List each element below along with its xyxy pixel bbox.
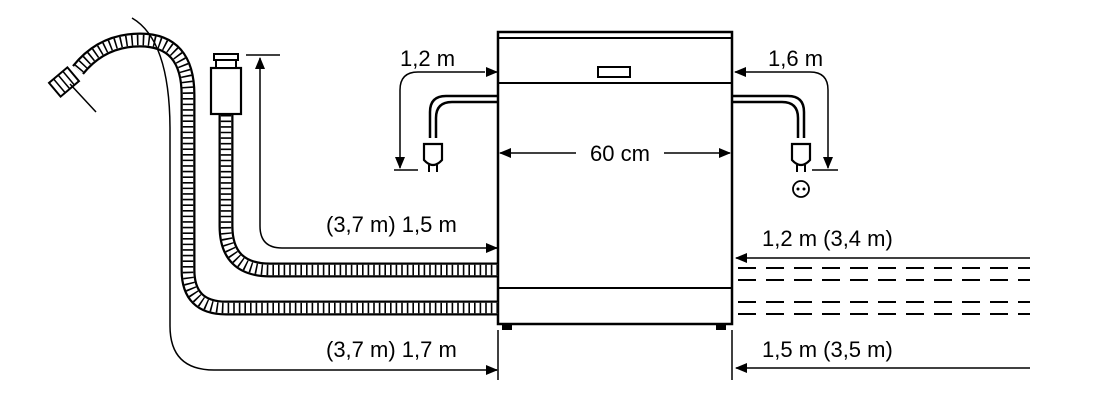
foot-right xyxy=(716,324,726,330)
inlet-upper-label: 1,2 m (3,4 m) xyxy=(762,226,893,251)
socket-hole-a xyxy=(796,187,800,191)
power-left-arrow xyxy=(395,71,485,169)
drain-dimension-upper: (3,7 m) 1,5 m xyxy=(246,54,498,253)
drain-upper-label: (3,7 m) 1,5 m xyxy=(326,212,457,237)
plug-right-icon xyxy=(790,142,812,167)
power-cable-left: 1,2 m xyxy=(394,46,498,172)
socket-hole-b xyxy=(802,187,806,191)
power-left-label: 1,2 m xyxy=(400,46,455,71)
power-right-label: 1,6 m xyxy=(768,46,823,71)
cable-left-inner xyxy=(434,100,498,138)
inlet-dimension-lower: 1,5 m (3,5 m) xyxy=(735,337,1030,373)
power-cable-right: 1,6 m xyxy=(732,46,838,198)
socket-icon xyxy=(792,180,810,198)
hose-end-pointer xyxy=(69,83,97,113)
siphon-cap xyxy=(215,59,237,69)
hose-end-fitting-icon xyxy=(47,65,81,99)
water-inlet-hoses xyxy=(738,267,1030,315)
siphon-nut xyxy=(213,53,239,61)
door-handle xyxy=(597,66,631,78)
cable-right-outer xyxy=(732,94,806,138)
drain-lower-label: (3,7 m) 1,7 m xyxy=(326,337,457,362)
drain-dimension-lower: (3,7 m) 1,7 m xyxy=(131,17,498,375)
dishwasher-cabinet xyxy=(496,30,734,326)
dishwasher xyxy=(496,30,734,330)
drain-hoses xyxy=(47,32,498,316)
drain-hose-lower-fill xyxy=(73,34,498,314)
width-dimension: 60 cm xyxy=(499,141,731,166)
inlet-dimension-upper: 1,2 m (3,4 m) xyxy=(735,226,1030,263)
siphon-valve xyxy=(209,66,243,116)
drain-lower-curve xyxy=(131,17,497,371)
width-label: 60 cm xyxy=(590,141,650,166)
drain-upper-arrow-up xyxy=(255,57,497,249)
power-right-arrow xyxy=(745,71,833,169)
plug-left-icon xyxy=(422,142,444,167)
cable-left-outer xyxy=(428,94,498,138)
drain-hose-upper-ribs xyxy=(220,88,498,276)
foot-left xyxy=(502,324,512,330)
cable-right-inner xyxy=(732,100,800,138)
inlet-lower-label: 1,5 m (3,5 m) xyxy=(762,337,893,362)
